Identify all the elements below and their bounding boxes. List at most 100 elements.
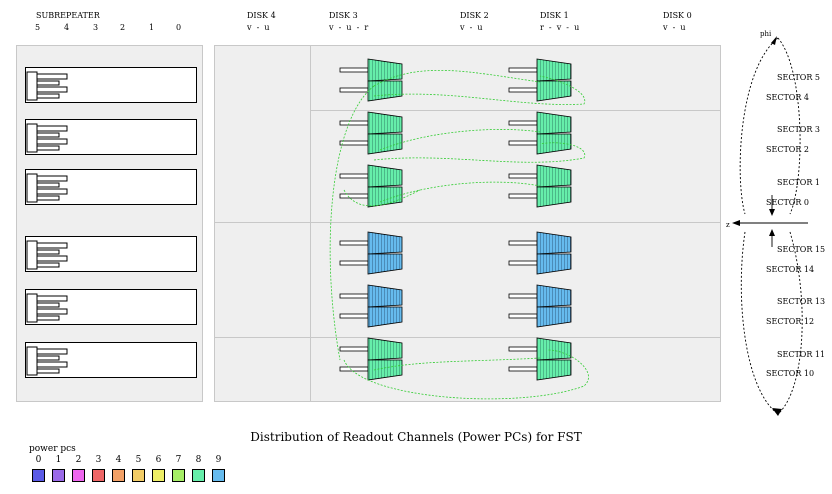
disk-4-label: DISK 4	[247, 11, 276, 20]
disk-4-letters: v - u	[247, 23, 270, 32]
subrepeater-board	[25, 342, 197, 378]
sector-label: SECTOR 4	[766, 93, 809, 102]
legend-swatch	[92, 469, 105, 482]
legend-swatch	[32, 469, 45, 482]
subrepeater-num-5: 5	[35, 23, 41, 32]
phi-arrow-head	[771, 36, 777, 45]
legend-number: 1	[55, 455, 62, 465]
sector-label: SECTOR 13	[777, 297, 826, 306]
legend-number: 4	[115, 455, 122, 465]
legend-number: 2	[75, 455, 82, 465]
phi-arrow-head-bottom	[772, 408, 782, 416]
readout-module-green	[339, 58, 403, 102]
disk-2-label: DISK 2	[460, 11, 489, 20]
row-divider-1	[310, 110, 720, 111]
subrepeater-board	[25, 289, 197, 325]
legend-number: 0	[35, 455, 42, 465]
sector-label: SECTOR 5	[777, 73, 820, 82]
sector-15-arrow-head	[769, 229, 775, 236]
sector-label: SECTOR 0	[766, 198, 809, 207]
sector-label: SECTOR 2	[766, 145, 809, 154]
cable-route	[373, 75, 586, 105]
subrepeater-board	[25, 236, 197, 272]
legend-swatch	[52, 469, 65, 482]
board-connector	[26, 346, 68, 376]
disk-2-letters: v - u	[460, 23, 483, 32]
sector-label: SECTOR 1	[777, 178, 820, 187]
board-connector	[26, 293, 68, 323]
disk-4-divider	[310, 46, 311, 401]
subrepeater-board	[25, 67, 197, 103]
phi-arc-lower-right	[777, 231, 803, 415]
legend-number: 5	[135, 455, 142, 465]
cable-route	[373, 357, 541, 371]
cable-route	[373, 69, 541, 87]
board-connector	[26, 123, 68, 153]
row-divider-3	[215, 337, 720, 338]
row-divider-2	[215, 222, 720, 223]
readout-module-blue	[508, 231, 572, 275]
readout-module-blue	[339, 231, 403, 275]
legend-swatch	[172, 469, 185, 482]
readout-module-green	[339, 164, 403, 208]
legend-number: 3	[95, 455, 102, 465]
z-label: z	[726, 221, 730, 229]
readout-module-green	[508, 111, 572, 155]
board-connector	[26, 173, 68, 203]
readout-module-green	[508, 164, 572, 208]
legend-swatch	[152, 469, 165, 482]
phi-arc-upper-right	[777, 37, 801, 215]
phi-arc-lower	[740, 231, 779, 415]
sector-label: SECTOR 15	[777, 245, 826, 254]
subrepeater-num-2: 2	[120, 23, 126, 32]
board-connector	[26, 240, 68, 270]
legend-swatch	[132, 469, 145, 482]
readout-module-green	[339, 111, 403, 155]
cable-route	[379, 129, 541, 151]
disk-3-label: DISK 3	[329, 11, 358, 20]
diagram-title: Distribution of Readout Channels (Power …	[250, 430, 582, 444]
readout-module-green	[508, 337, 572, 381]
legend-number: 9	[215, 455, 222, 465]
subrepeater-num-1: 1	[149, 23, 155, 32]
disk-3-letters: v - u - r	[329, 23, 369, 32]
sector-label: SECTOR 10	[766, 369, 815, 378]
phi-arc-upper	[739, 37, 779, 215]
disk-0-letters: v - u	[663, 23, 686, 32]
legend-swatch	[72, 469, 85, 482]
subrepeater-num-3: 3	[93, 23, 99, 32]
readout-module-blue	[339, 284, 403, 328]
disk-0-label: DISK 0	[663, 11, 692, 20]
legend-number: 8	[195, 455, 202, 465]
legend-label: power pcs	[29, 444, 76, 454]
sector-0-arrow-head	[769, 209, 775, 216]
sector-label: SECTOR 12	[766, 317, 815, 326]
sector-label: SECTOR 11	[777, 350, 826, 359]
z-arrow-head	[732, 220, 740, 226]
disk-1-letters: r - v - u	[540, 23, 580, 32]
subrepeater-num-4: 4	[64, 23, 70, 32]
subrepeater-num-0: 0	[176, 23, 182, 32]
readout-module-green	[339, 337, 403, 381]
phi-label: phi	[760, 30, 772, 38]
legend-swatch	[192, 469, 205, 482]
legend-number: 6	[155, 455, 162, 465]
legend-swatch	[212, 469, 225, 482]
legend-swatch	[112, 469, 125, 482]
sector-label: SECTOR 14	[766, 265, 815, 274]
readout-module-blue	[508, 284, 572, 328]
sector-label: SECTOR 3	[777, 125, 820, 134]
disk-1-label: DISK 1	[540, 11, 569, 20]
cable-route	[343, 189, 421, 207]
subrepeater-board	[25, 169, 197, 205]
subrepeater-label: SUBREPEATER	[36, 11, 100, 20]
subrepeater-board	[25, 119, 197, 155]
board-connector	[26, 71, 68, 101]
cable-route	[379, 181, 541, 203]
disk-panel	[214, 45, 721, 402]
readout-module-green	[508, 58, 572, 102]
legend-number: 7	[175, 455, 182, 465]
